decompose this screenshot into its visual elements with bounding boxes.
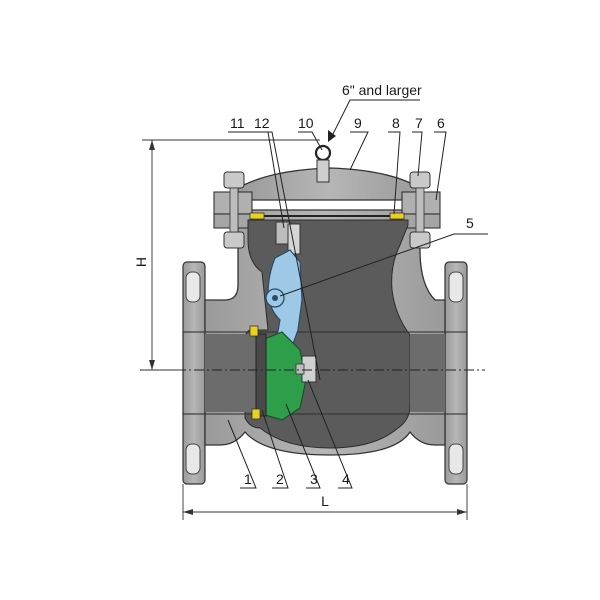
dimension-l bbox=[182, 484, 468, 520]
gasket-8-right bbox=[389, 212, 405, 220]
part-label-5: 5 bbox=[466, 215, 474, 231]
note-label: 6" and larger bbox=[342, 82, 422, 98]
gasket-8-left bbox=[249, 212, 265, 220]
part-label-1: 1 bbox=[244, 471, 252, 487]
part-label-7: 7 bbox=[415, 115, 423, 131]
part-label-10: 10 bbox=[298, 115, 314, 131]
disc-face-2 bbox=[255, 333, 267, 417]
dimension-h-label: H bbox=[133, 257, 149, 267]
seat-ring-top bbox=[249, 325, 259, 337]
part-label-2: 2 bbox=[276, 471, 284, 487]
part-label-6: 6 bbox=[437, 115, 445, 131]
part-label-12: 12 bbox=[254, 115, 270, 131]
part-label-8: 8 bbox=[392, 115, 400, 131]
part-label-3: 3 bbox=[310, 471, 318, 487]
right-flange bbox=[444, 261, 468, 485]
left-flange bbox=[182, 261, 206, 485]
dimension-h bbox=[142, 139, 320, 371]
part-label-9: 9 bbox=[354, 115, 362, 131]
part-label-11: 11 bbox=[230, 115, 245, 131]
dimension-l-label: L bbox=[321, 493, 329, 509]
part-label-4: 4 bbox=[342, 471, 350, 487]
note-leader bbox=[329, 99, 420, 141]
pipe-bore bbox=[182, 331, 468, 415]
seat-ring-bottom bbox=[251, 408, 261, 420]
eye-bolt-10 bbox=[314, 144, 332, 183]
